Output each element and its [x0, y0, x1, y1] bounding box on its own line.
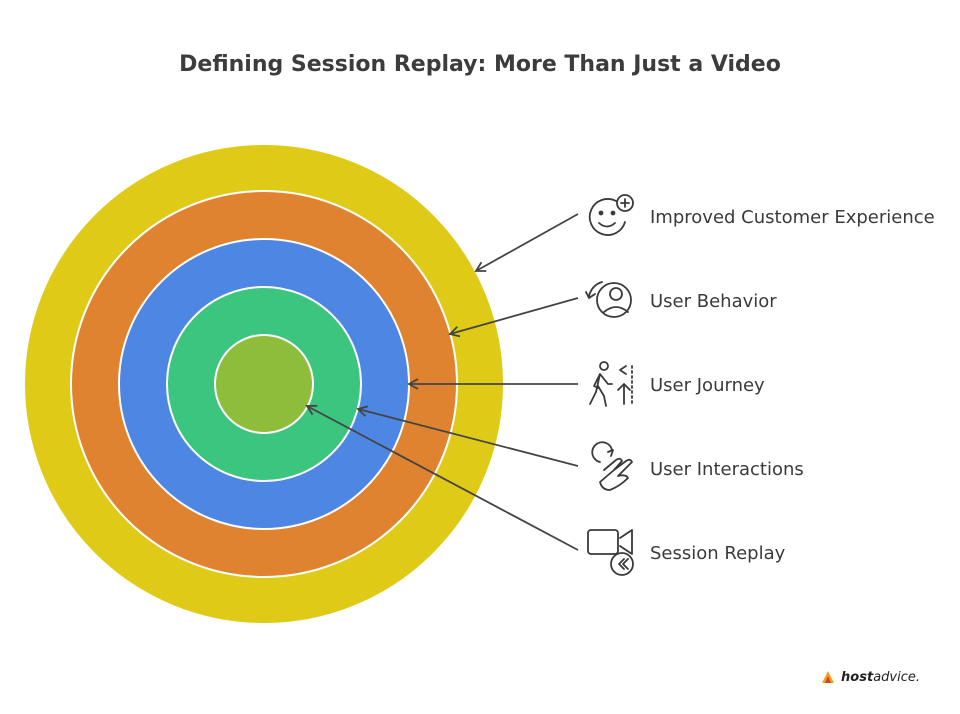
label-user-journey: User Journey — [650, 375, 765, 396]
brand-logo: hostadvice. — [819, 668, 920, 686]
connector-user-interactions — [356, 405, 579, 467]
label-session-replay: Session Replay — [650, 543, 786, 564]
connector-user-behavior — [448, 297, 579, 338]
walking-person-icon — [589, 361, 633, 407]
connector-session-replay — [305, 404, 579, 551]
user-refresh-icon — [585, 281, 632, 318]
page-title: Defining Session Replay: More Than Just … — [179, 52, 781, 77]
label-user-behavior: User Behavior — [650, 291, 777, 312]
brand-bold: host — [841, 669, 874, 685]
smile-plus-icon — [588, 194, 634, 236]
connector-improved-customer-experience — [474, 213, 579, 272]
hand-gesture-icon — [591, 441, 633, 491]
label-improved-customer-experience: Improved Customer Experience — [650, 207, 935, 228]
ring-session-replay — [214, 334, 314, 434]
hostadvice-logo-icon — [822, 671, 835, 683]
video-rewind-icon — [587, 529, 634, 576]
label-user-interactions: User Interactions — [650, 459, 804, 480]
brand-rest: advice. — [873, 669, 920, 685]
